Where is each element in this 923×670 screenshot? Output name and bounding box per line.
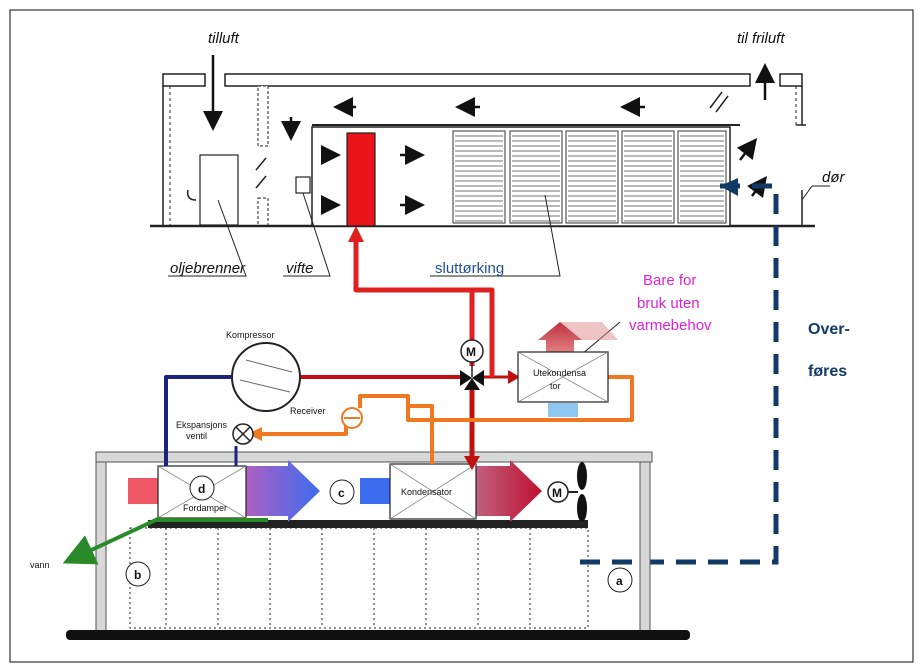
airflow-arrows [203,55,775,215]
label-vann: vann [30,560,50,570]
label-overfores-1: Over- [808,321,850,338]
transfer-dashed-line [568,183,779,565]
condenser-inlet-block [360,478,392,504]
compressor: Kompressor [226,330,301,412]
label-tilluft: tilluft [208,30,240,47]
note-line-1: Bare for [643,272,696,289]
outer-frame [9,9,914,663]
evaporator-outflow-arrow [244,460,320,522]
label-ekspansjonsventil-2: ventil [186,431,207,441]
label-vifte: vifte [286,260,314,277]
label-dor: dør [822,169,846,186]
label-overfores-2: føres [808,363,847,380]
outdoor-condenser: Utekondensa tor [517,322,618,417]
expansion-valve: Ekspansjons ventil [176,420,254,445]
label-fordamper: Fordamper [183,503,227,513]
label-oljebrenner: oljebrenner [170,260,246,277]
note-line-3: varmebehov [629,317,712,334]
note-line-2: bruk uten [637,295,700,312]
label-utekondensator-2: tor [550,381,561,391]
drying-racks [452,130,727,224]
valve-motor-m: M [466,345,476,359]
label-til-friluft: til friluft [737,30,785,47]
inlet-block [128,478,162,504]
heater-coil [346,132,376,227]
three-way-valve: M [460,339,484,390]
label-ekspansjonsventil-1: Ekspansjons [176,420,228,430]
label-kondensator: Kondensator [401,487,452,497]
marker-c: c [338,486,345,500]
marker-a: a [616,574,623,588]
label-receiver: Receiver [290,406,326,416]
receiver: Receiver [290,406,363,429]
marker-d: d [198,482,205,496]
label-utekondensator-1: Utekondensa [533,368,586,378]
fan-motor: M [547,462,587,522]
water-drain-arrow [62,516,161,565]
label-kompressor: Kompressor [226,330,275,340]
refrigerant-piping [164,232,634,466]
evaporator: d Fordamper [157,465,247,519]
fan-motor-m: M [552,486,562,500]
condenser-outflow-arrow [476,460,542,522]
label-sluttorking: sluttørking [435,260,504,277]
marker-b: b [134,568,141,582]
condenser: Kondensator [389,463,477,520]
